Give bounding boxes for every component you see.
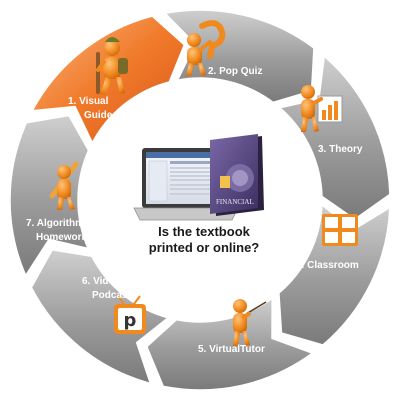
step-3-label: 3. Theory (318, 144, 363, 155)
pencil-figure-icon (49, 161, 79, 210)
question-line-2: printed or online? (149, 240, 260, 255)
laptop-icon (133, 148, 239, 221)
cycle-ring (9, 9, 391, 391)
step-4-label: 4. Classroom (296, 260, 359, 271)
hiker-figure-icon (96, 37, 128, 95)
step-7-arrow-segment (9, 114, 90, 278)
svg-text:p: p (124, 310, 137, 331)
step-1-label-line-2: Guide (84, 110, 113, 121)
step-6-arrow-segment (30, 249, 170, 385)
center-question: Is the textbook printed or online? (149, 224, 260, 255)
step-5-label: 5. VirtualTutor (198, 344, 265, 355)
step-2-label: 2. Pop Quiz (208, 66, 262, 77)
step-4-arrow-segment (278, 203, 391, 346)
classroom-grid-icon (322, 214, 358, 246)
presenter-chart-icon (301, 85, 343, 132)
step-2-arrow-segment (163, 9, 315, 104)
book-title: FINANCIAL (216, 198, 254, 206)
step-labels: 1. Visual Guide 2. Pop Quiz 3. Theory 4.… (26, 66, 363, 355)
step-6-label-line-2: Podcasts (92, 290, 137, 301)
step-7-label-line-2: Homework (36, 232, 88, 243)
podcast-tv-icon: p (114, 295, 146, 334)
step-3-arrow-segment (278, 54, 391, 221)
step-1-label-line-1: 1. Visual (68, 96, 109, 107)
step-6-label-line-1: 6. Videos & (82, 276, 136, 287)
step-7-label-line-1: 7. Algorithmic (26, 218, 93, 229)
question-line-1: Is the textbook (158, 224, 251, 239)
tutor-pointer-icon (233, 299, 267, 346)
question-mark-figure-icon (186, 20, 226, 76)
textbook-icon: FINANCIAL (210, 134, 264, 216)
